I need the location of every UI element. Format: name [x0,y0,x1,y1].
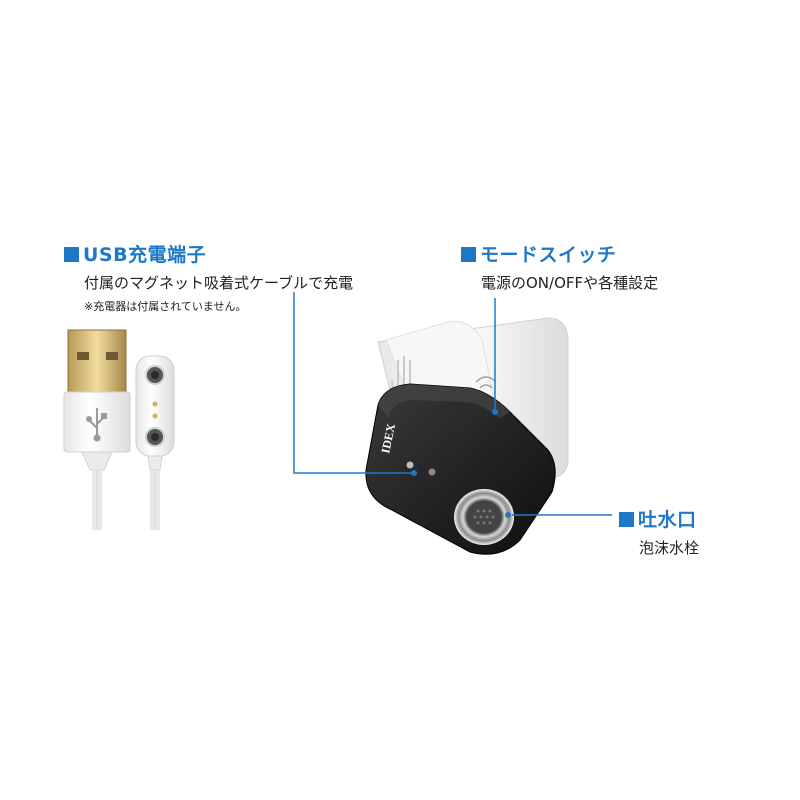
usb-port-title: USB充電端子 [83,244,207,266]
brand-logo: IDEX [378,422,398,455]
spout-description: 泡沫水栓 [639,539,700,557]
usb-port-heading: USB充電端子 [64,240,206,267]
usb-plug-slot [77,352,89,360]
heading-marker [64,247,79,262]
usb-plug-slot [106,352,118,360]
usb-leader-line [293,292,414,474]
heading-marker [619,512,634,527]
aerator-mesh [473,509,495,525]
usb-symbol-icon [86,408,107,442]
usb-port-note: ※充電器は付属されていません。 [84,300,247,313]
sensor-dot [428,468,436,476]
mode-switch-title: モードスイッチ [480,244,617,266]
faucet-device: ~ IDEX [365,317,569,555]
usb-port-description: 付属のマグネット吸着式ケーブルで充電 [84,274,354,292]
sensor-dot [406,461,414,469]
mode-switch-heading: モードスイッチ [461,240,617,267]
heading-marker [461,247,476,262]
spout-heading: 吐水口 [619,505,697,532]
charge-pin [152,413,158,419]
usb-strain-relief [81,451,113,471]
usb-cable [63,329,175,530]
charge-pin [152,401,158,407]
mode-switch-description: 電源のON/OFFや各種設定 [481,274,659,292]
usb-plug-metal [67,329,127,397]
leader-lines [293,292,612,516]
spout-title: 吐水口 [638,509,697,531]
